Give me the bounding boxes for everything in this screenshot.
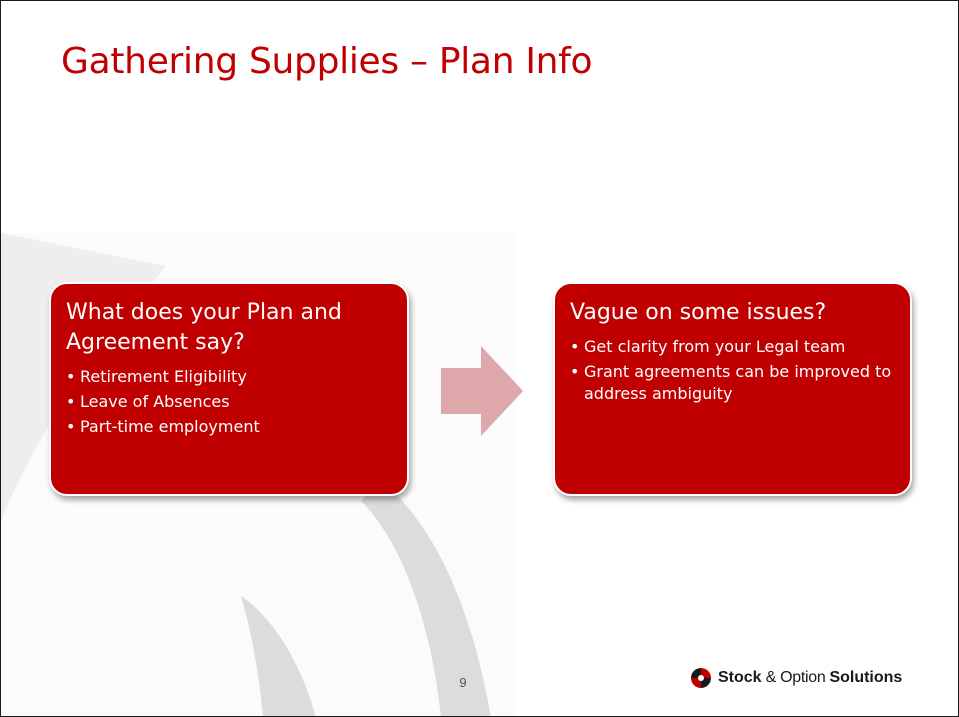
logo-word-stock: Stock [718,669,762,686]
logo-word-solutions: Solutions [829,669,903,686]
list-item: •Grant agreements can be improved to add… [570,361,896,405]
list-item-text: Leave of Absences [80,392,230,411]
list-item-text: Part-time employment [80,417,260,436]
bullet-icon: • [570,337,580,356]
list-item: •Retirement Eligibility [66,366,393,388]
bullet-icon: • [66,417,76,436]
vague-issues-card: Vague on some issues? •Get clarity from … [553,282,912,496]
slide-title: Gathering Supplies – Plan Info [61,41,593,82]
plan-agreement-card: What does your Plan and Agreement say? •… [49,282,409,496]
card-bullet-list: •Get clarity from your Legal team •Grant… [570,336,896,405]
right-arrow-icon [441,346,523,436]
bullet-icon: • [570,362,580,381]
list-item: •Leave of Absences [66,391,393,413]
company-logo: Stock & Option Solutions [689,667,902,689]
list-item-text: Grant agreements can be improved to addr… [584,362,892,403]
card-heading: Vague on some issues? [570,300,827,325]
logo-word-option: & Option [765,669,826,686]
list-item: •Get clarity from your Legal team [570,336,896,358]
page-number: 9 [459,675,467,690]
card-heading: What does your Plan and Agreement say? [66,300,342,355]
list-item-text: Get clarity from your Legal team [584,337,846,356]
list-item: •Part-time employment [66,416,393,438]
list-item-text: Retirement Eligibility [80,367,247,386]
stock-option-solutions-logo-icon [691,668,711,688]
card-bullet-list: •Retirement Eligibility •Leave of Absenc… [66,366,393,438]
bullet-icon: • [66,392,76,411]
bullet-icon: • [66,367,76,386]
